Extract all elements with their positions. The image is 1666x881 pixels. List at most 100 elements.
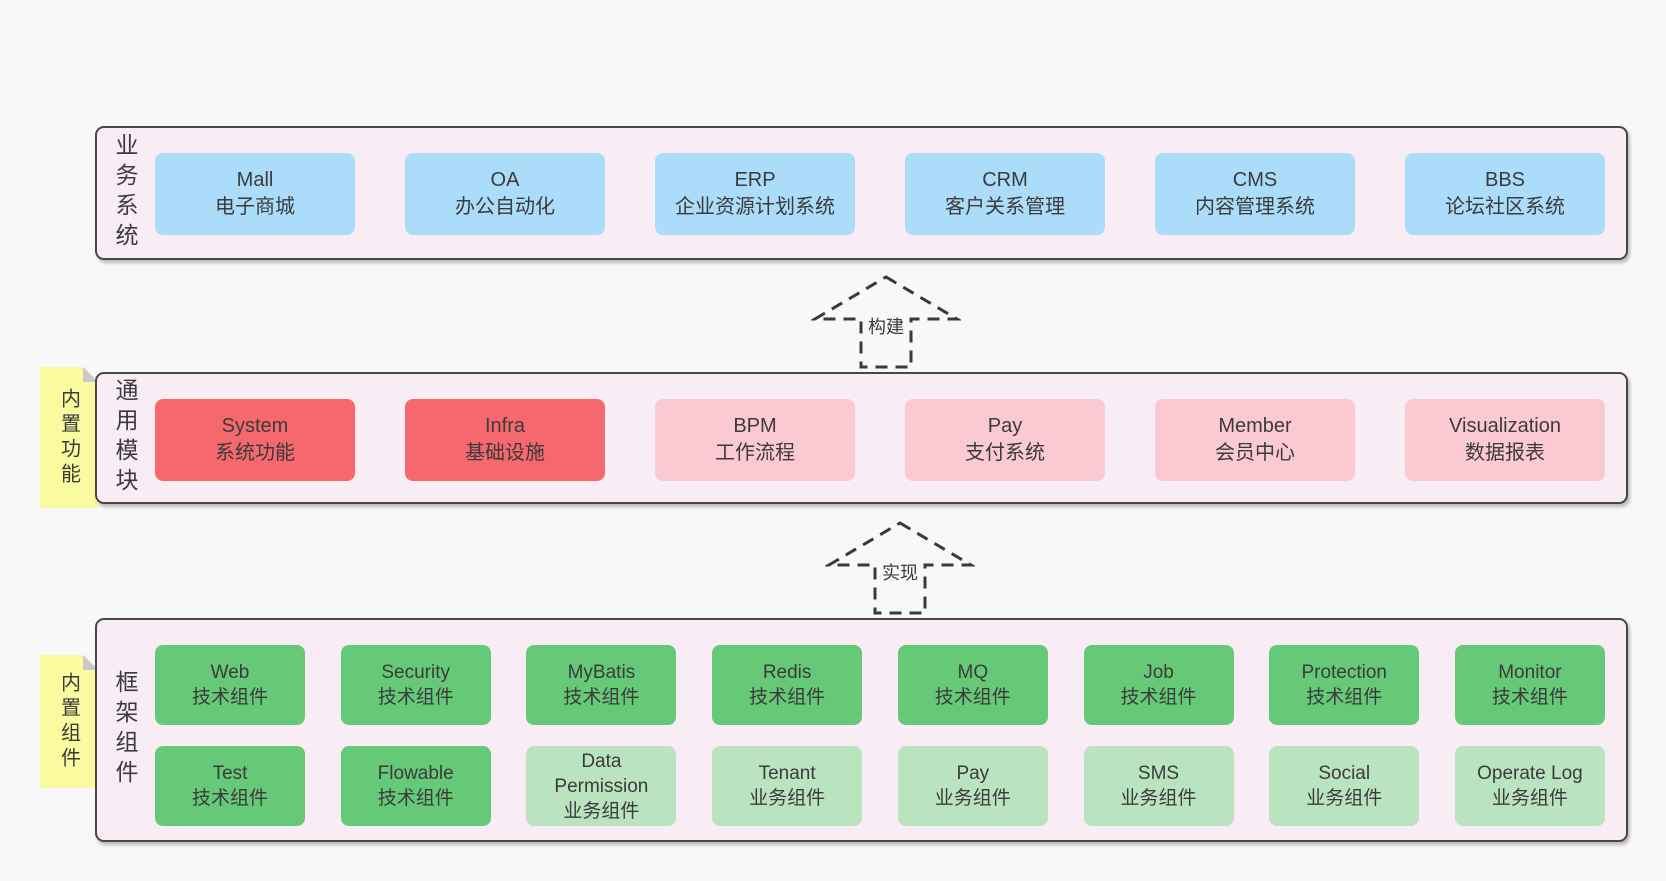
box-name: Protection <box>1301 662 1387 683</box>
common-modules-row: System 系统功能 Infra 基础设施 BPM 工作流程 Pay 支付系统 Member 会… <box>155 399 1605 481</box>
box-name: Operate Log <box>1477 763 1583 784</box>
box-subtitle: 技术组件 <box>749 687 826 708</box>
box-subtitle: 业务组件 <box>1120 788 1197 809</box>
box-subtitle: 工作流程 <box>715 442 795 464</box>
box-name: Mall <box>236 169 274 191</box>
box-name: Infra <box>484 415 526 437</box>
box-erp: ERP 企业资源计划系统 <box>655 153 855 235</box>
box-name: Redis <box>762 662 812 683</box>
box-bpm: BPM 工作流程 <box>655 399 855 481</box>
box-subtitle: 业务组件 <box>1306 788 1383 809</box>
box-subtitle: 技术组件 <box>377 687 454 708</box>
box-name: Web <box>210 662 250 683</box>
build-arrow: 构建 <box>811 274 961 370</box>
box-monitor: Monitor 技术组件 <box>1454 645 1605 725</box>
box-subtitle: 技术组件 <box>191 687 268 708</box>
box-name: Test <box>212 763 248 784</box>
layer-business-systems: 业务系统 Mall 电子商城 OA 办公自动化 ERP 企业资源计划系统 CRM 客户关系管理… <box>95 126 1628 260</box>
box-subtitle: 业务组件 <box>563 800 640 822</box>
box-name: Data Permission <box>554 750 649 797</box>
note-fold-icon <box>83 655 98 670</box>
box-name: Flowable <box>377 763 454 784</box>
box-subtitle: 电子商城 <box>215 196 295 218</box>
box-oa: OA 办公自动化 <box>405 153 605 235</box>
box-name: BBS <box>1484 169 1526 191</box>
box-bbs: BBS 论坛社区系统 <box>1405 153 1605 235</box>
box-subtitle: 基础设施 <box>465 442 545 464</box>
box-subtitle: 技术组件 <box>1491 687 1568 708</box>
box-subtitle: 技术组件 <box>934 687 1011 708</box>
built-in-components-note: 内置组件 <box>40 655 98 788</box>
box-subtitle: 会员中心 <box>1215 442 1295 464</box>
box-subtitle: 业务组件 <box>749 788 826 809</box>
framework-components-label: 框架组件 <box>112 670 138 790</box>
box-name: Pay <box>956 763 990 784</box>
box-flowable: Flowable 技术组件 <box>340 746 491 826</box>
implement-arrow: 实现 <box>825 520 975 616</box>
box-name: MQ <box>957 662 989 683</box>
box-subtitle: 企业资源计划系统 <box>675 196 835 218</box>
box-mall: Mall 电子商城 <box>155 153 355 235</box>
box-name: OA <box>490 169 520 191</box>
box-web: Web 技术组件 <box>155 645 305 725</box>
box-social: Social 业务组件 <box>1269 746 1420 826</box>
box-mybatis: MyBatis 技术组件 <box>526 645 677 725</box>
built-in-features-note: 内置功能 <box>40 367 98 508</box>
box-subtitle: 支付系统 <box>965 442 1045 464</box>
box-subtitle: 办公自动化 <box>455 196 555 218</box>
box-redis: Redis 技术组件 <box>712 645 863 725</box>
box-data-permission: Data Permission 业务组件 <box>526 746 677 826</box>
box-security: Security 技术组件 <box>340 645 491 725</box>
box-name: Pay <box>987 415 1023 437</box>
box-subtitle: 客户关系管理 <box>945 196 1065 218</box>
box-subtitle: 业务组件 <box>1491 788 1568 809</box>
box-name: BPM <box>733 415 777 437</box>
box-subtitle: 技术组件 <box>377 788 454 809</box>
box-name: System <box>221 415 289 437</box>
box-name: Security <box>381 662 451 683</box>
box-pay: Pay 支付系统 <box>905 399 1105 481</box>
box-crm: CRM 客户关系管理 <box>905 153 1105 235</box>
box-subtitle: 系统功能 <box>215 442 295 464</box>
box-name: MyBatis <box>567 662 636 683</box>
layer-common-modules: 通用模块 System 系统功能 Infra 基础设施 BPM 工作流程 Pay 支付系统 Me… <box>95 372 1628 504</box>
box-member: Member 会员中心 <box>1155 399 1355 481</box>
box-subtitle: 内容管理系统 <box>1195 196 1315 218</box>
box-name: Monitor <box>1498 662 1562 683</box>
box-pay: Pay 业务组件 <box>897 746 1048 826</box>
box-name: Social <box>1318 763 1371 784</box>
box-subtitle: 技术组件 <box>563 687 640 708</box>
box-name: CMS <box>1232 169 1278 191</box>
business-systems-label: 业务系统 <box>112 133 138 253</box>
box-name: ERP <box>734 169 776 191</box>
box-mq: MQ 技术组件 <box>897 645 1048 725</box>
box-name: Tenant <box>758 763 816 784</box>
note-fold-icon <box>83 367 98 382</box>
box-operate-log: Operate Log 业务组件 <box>1454 746 1605 826</box>
implement-arrow-label: 实现 <box>878 558 922 586</box>
box-name: Member <box>1218 415 1292 437</box>
box-system: System 系统功能 <box>155 399 355 481</box>
box-name: CRM <box>982 169 1028 191</box>
common-modules-label: 通用模块 <box>112 378 138 498</box>
box-subtitle: 论坛社区系统 <box>1445 196 1565 218</box>
box-name: Visualization <box>1449 415 1561 437</box>
business-systems-row: Mall 电子商城 OA 办公自动化 ERP 企业资源计划系统 CRM 客户关系管理 CMS 内容… <box>155 153 1605 235</box>
built-in-features-note-label: 内置功能 <box>57 387 80 488</box>
box-cms: CMS 内容管理系统 <box>1155 153 1355 235</box>
box-infra: Infra 基础设施 <box>405 399 605 481</box>
box-subtitle: 业务组件 <box>934 788 1011 809</box>
box-name: Job <box>1143 662 1174 683</box>
built-in-components-note-label: 内置组件 <box>57 671 80 772</box>
build-arrow-label: 构建 <box>864 312 908 340</box>
box-tenant: Tenant 业务组件 <box>712 746 863 826</box>
